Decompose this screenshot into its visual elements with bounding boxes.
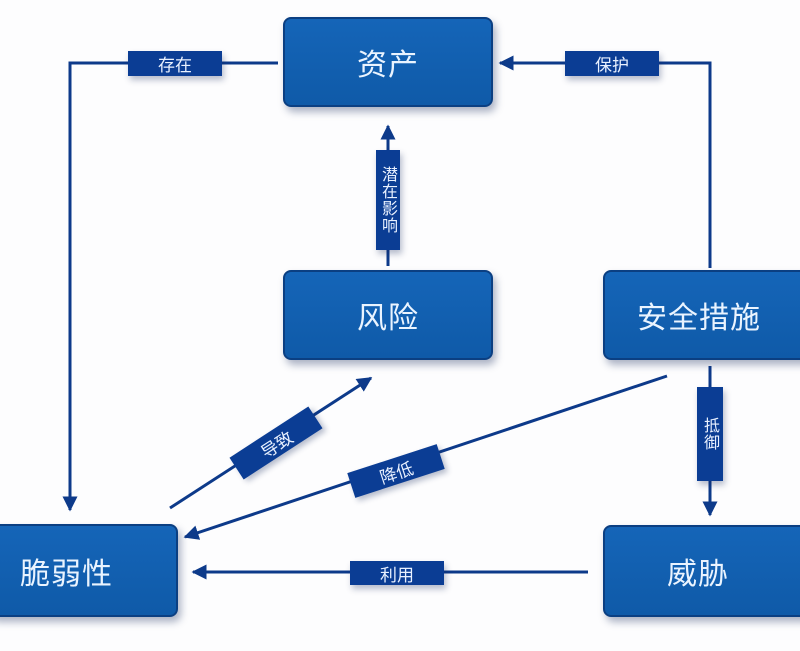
node-security-measures-label: 安全措施 [637, 301, 761, 336]
node-threat[interactable]: 威胁 [603, 525, 800, 617]
node-threat-label: 威胁 [667, 557, 729, 592]
edge-protects [498, 55, 712, 268]
edge-label-potential-impact: 潜在影响 [376, 150, 400, 250]
node-asset-label: 资产 [357, 48, 419, 83]
node-asset[interactable]: 资产 [283, 17, 493, 107]
node-risk-label: 风险 [357, 301, 419, 336]
node-vulnerability[interactable]: 脆弱性 [0, 524, 178, 617]
edge-label-exploits: 利用 [350, 561, 444, 586]
node-security-measures[interactable]: 安全措施 [603, 270, 800, 360]
node-risk[interactable]: 风险 [283, 270, 493, 360]
edge-label-exists: 存在 [128, 51, 222, 76]
edge-exists [62, 61, 278, 512]
edge-label-protects: 保护 [565, 51, 659, 76]
edge-label-resists: 抵御 [697, 387, 723, 481]
node-vulnerability-label: 脆弱性 [20, 556, 113, 592]
